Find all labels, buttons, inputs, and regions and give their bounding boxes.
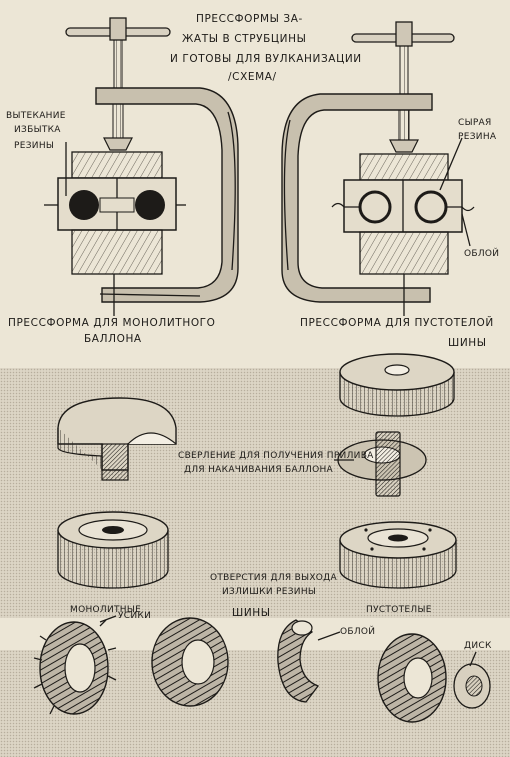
hollow-tires-label: ПУСТОТЕЛЫЕ <box>366 605 432 615</box>
hollow-mold-title-1: ПРЕССФОРМА ДЛЯ ПУСТОТЕЛОЙ <box>300 317 494 329</box>
tire-solid-whiskers <box>33 615 117 715</box>
hollow-tire-section <box>358 190 392 224</box>
overflow-label-1: ВЫТЕКАНИЕ <box>6 111 66 121</box>
raw-rubber-label-1: СЫРАЯ <box>458 118 492 128</box>
hollow-mold-lower <box>339 521 457 589</box>
wheel-disk <box>453 651 491 709</box>
holes-label-2: ИЗЛИШКИ РЕЗИНЫ <box>222 587 317 597</box>
solid-tire-section <box>69 190 99 220</box>
clamp-hollow-mold <box>281 21 475 316</box>
title-line-4: /СХЕМА/ <box>228 71 277 83</box>
drilled-insert <box>334 431 427 497</box>
hollow-mold-title-2: ШИНЫ <box>448 337 487 349</box>
clamp-solid-mold <box>44 17 239 316</box>
tire-hollow-cutaway <box>277 619 341 703</box>
drilling-label-2: ДЛЯ НАКАЧИВАНИЯ БАЛЛОНА <box>184 465 334 475</box>
clamp-frame <box>95 87 239 303</box>
solid-mold-title-2: БАЛЛОНА <box>84 333 142 345</box>
title-line-3: И ГОТОВЫ ДЛЯ ВУЛКАНИЗАЦИИ <box>170 53 362 65</box>
title-line-2: ЖАТЫ В СТРУБЦИНЫ <box>182 33 307 45</box>
overflow-label-3: РЕЗИНЫ <box>14 141 55 151</box>
tire-hollow <box>377 633 447 723</box>
disk-label: ДИСК <box>464 641 492 651</box>
solid-tires-label: МОНОЛИТНЫЕ <box>70 605 142 615</box>
raw-rubber-label-2: РЕЗИНА <box>458 132 497 142</box>
solid-mold-lower <box>57 511 169 589</box>
overflow-label-2: ИЗБЫТКА <box>14 125 61 135</box>
clamp-frame-right <box>281 93 433 303</box>
whiskers-label: УСИКИ <box>118 611 152 621</box>
flash-label-right: ОБЛОЙ <box>464 249 500 259</box>
tires-label: ШИНЫ <box>232 607 271 619</box>
hollow-mold-disc <box>339 353 455 417</box>
holes-label-1: ОТВЕРСТИЯ ДЛЯ ВЫХОДА <box>210 573 337 583</box>
flash-label-bottom: ОБЛОЙ <box>340 627 376 637</box>
tire-solid <box>151 617 229 707</box>
solid-mold-title-1: ПРЕССФОРМА ДЛЯ МОНОЛИТНОГО <box>8 317 216 329</box>
drilling-label-1: СВЕРЛЕНИЕ ДЛЯ ПОЛУЧЕНИЯ ПРИЛИВА <box>178 451 374 461</box>
title-line-1: ПРЕССФОРМЫ ЗА- <box>196 13 303 25</box>
solid-mold-cutaway <box>57 397 177 481</box>
